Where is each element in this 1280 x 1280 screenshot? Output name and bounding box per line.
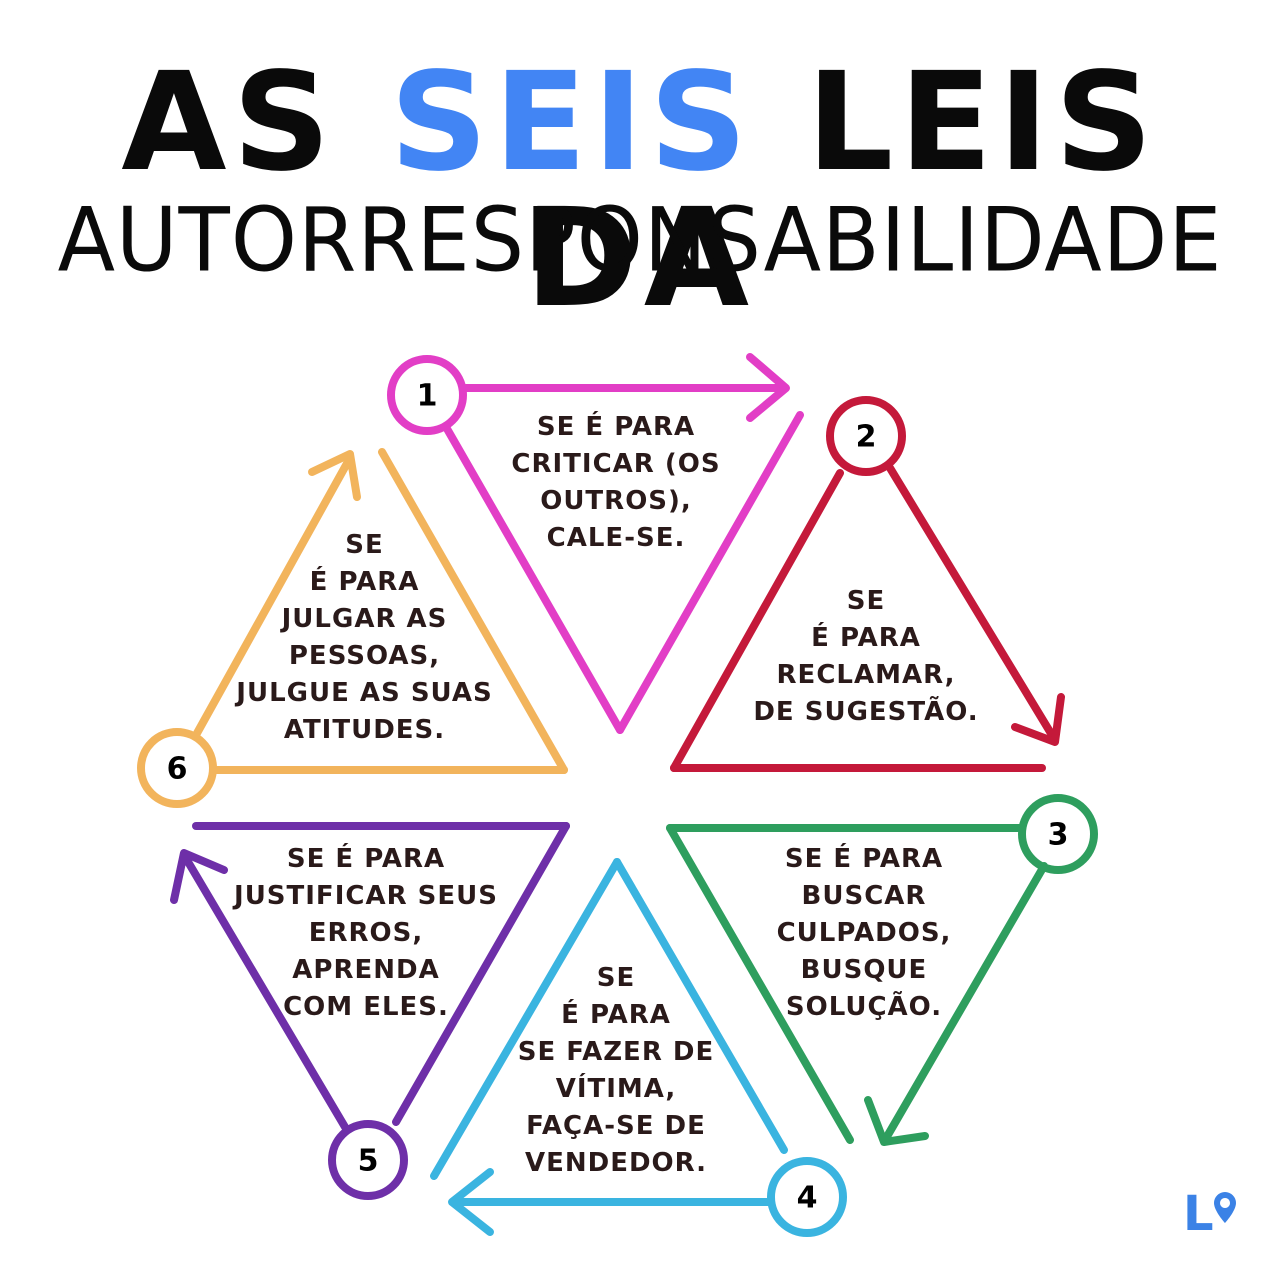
logo-letter: L [1183,1186,1214,1236]
law-3-text: SE É PARA BUSCAR CULPADOS, BUSQUE SOLUÇÃ… [776,844,952,1022]
law-4-text: SE É PARA SE FAZER DE VÍTIMA, FAÇA-SE DE… [517,963,715,1178]
law-4-number: 4 [797,1181,818,1216]
law-5-text: SE É PARA JUSTIFICAR SEUS ERROS, APRENDA… [234,844,498,1022]
title-line-2: AUTORRESPONSABILIDADE [57,188,1223,292]
location-pin-icon [1214,1192,1236,1223]
title-word-seis: SEIS [389,44,754,202]
law-6-text: SE É PARA JULGAR AS PESSOAS, JULGUE AS S… [236,530,493,745]
law-1-number: 1 [417,379,438,414]
brand-logo: L [1183,1186,1236,1236]
law-2-text: SE É PARA RECLAMAR, DE SUGESTÃO. [753,586,979,727]
law-3-triangle [666,794,1098,1146]
law-5-number: 5 [358,1144,379,1179]
law-1-triangle [387,353,804,734]
law-2-number: 2 [856,420,877,455]
law-6-number: 6 [167,752,188,787]
title-word-as: AS [121,44,390,202]
law-6-triangle [137,448,568,808]
law-5-triangle [170,822,570,1200]
law-3-number: 3 [1048,818,1069,853]
law-1-text: SE É PARA CRITICAR (OS OUTROS), CALE-SE. [511,412,721,553]
law-4-triangle [430,858,847,1237]
title-words-leis-da: LEIS DA [524,44,1159,338]
law-2-triangle [670,396,1065,772]
title-line-1: AS SEIS LEIS DA [0,55,1280,327]
